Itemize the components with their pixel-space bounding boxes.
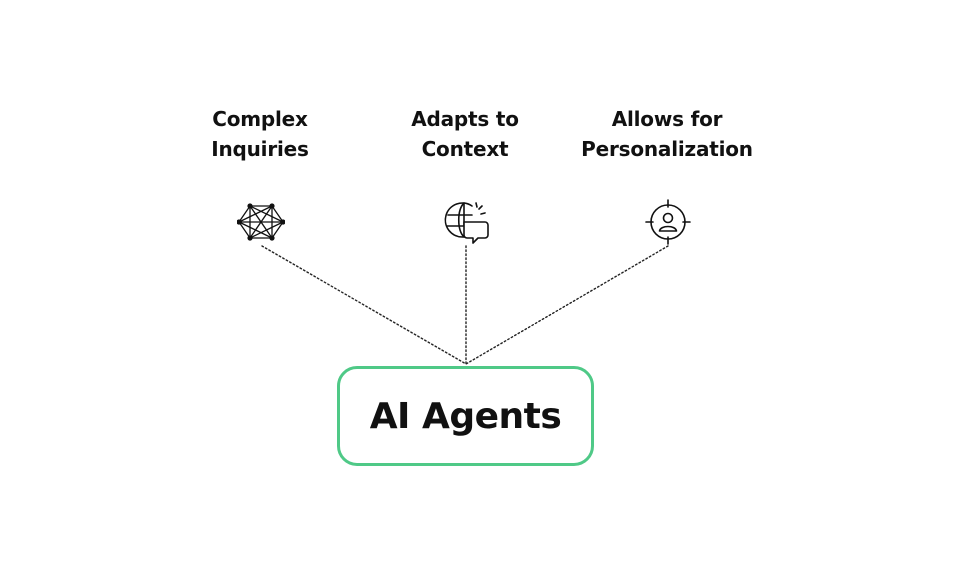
feature-label-line: Personalization bbox=[581, 137, 753, 161]
connector-line-personalization bbox=[465, 245, 669, 365]
network-mesh-icon bbox=[237, 203, 285, 241]
feature-label-line: Inquiries bbox=[211, 137, 309, 161]
target-user-icon bbox=[645, 199, 691, 245]
globe-chat-icon bbox=[444, 202, 489, 244]
hub-box-ai-agents: AI Agents bbox=[337, 366, 594, 466]
feature-label-adapts-to-context: Adapts to Context bbox=[355, 104, 575, 164]
hub-label: AI Agents bbox=[369, 395, 562, 437]
feature-label-allows-for-personalization: Allows for Personalization bbox=[557, 104, 777, 164]
feature-label-line: Context bbox=[421, 137, 509, 161]
feature-label-line: Allows for bbox=[611, 107, 723, 131]
feature-label-line: Adapts to bbox=[411, 107, 519, 131]
connector-line-complex bbox=[261, 245, 467, 365]
feature-label-line: Complex bbox=[212, 107, 308, 131]
feature-label-complex-inquiries: Complex Inquiries bbox=[150, 104, 370, 164]
